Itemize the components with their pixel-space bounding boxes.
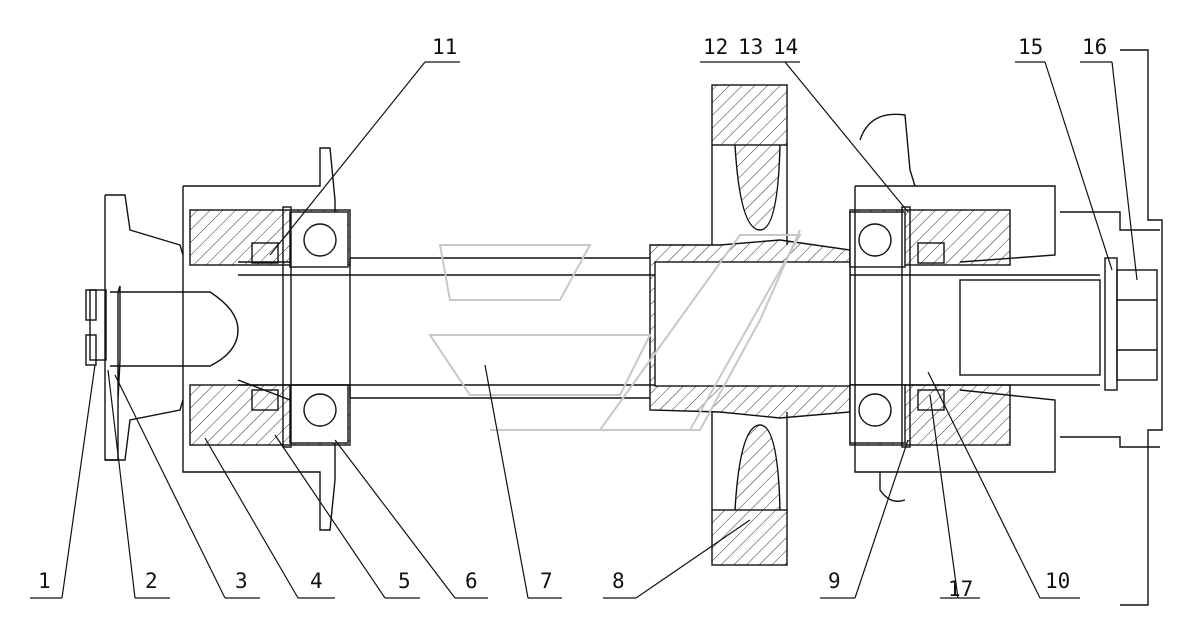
label-11: 11 (432, 35, 457, 59)
label-8: 8 (612, 569, 625, 593)
label-4: 4 (310, 569, 323, 593)
drawing-geometry (85, 49, 1163, 606)
part-labels: 1 2 3 4 5 6 7 8 9 10 11 12 13 14 15 16 1… (38, 35, 1107, 601)
label-6: 6 (465, 569, 478, 593)
label-1: 1 (38, 569, 51, 593)
label-3: 3 (235, 569, 248, 593)
leader-lines (30, 61, 1138, 599)
label-7: 7 (540, 569, 553, 593)
label-9: 9 (828, 569, 841, 593)
watermark-logo (428, 229, 802, 431)
label-14: 14 (773, 35, 798, 59)
label-10: 10 (1045, 569, 1070, 593)
label-12: 12 (703, 35, 728, 59)
label-16: 16 (1082, 35, 1107, 59)
label-13: 13 (738, 35, 763, 59)
label-5: 5 (398, 569, 411, 593)
label-17: 17 (948, 577, 973, 601)
label-15: 15 (1018, 35, 1043, 59)
label-2: 2 (145, 569, 158, 593)
